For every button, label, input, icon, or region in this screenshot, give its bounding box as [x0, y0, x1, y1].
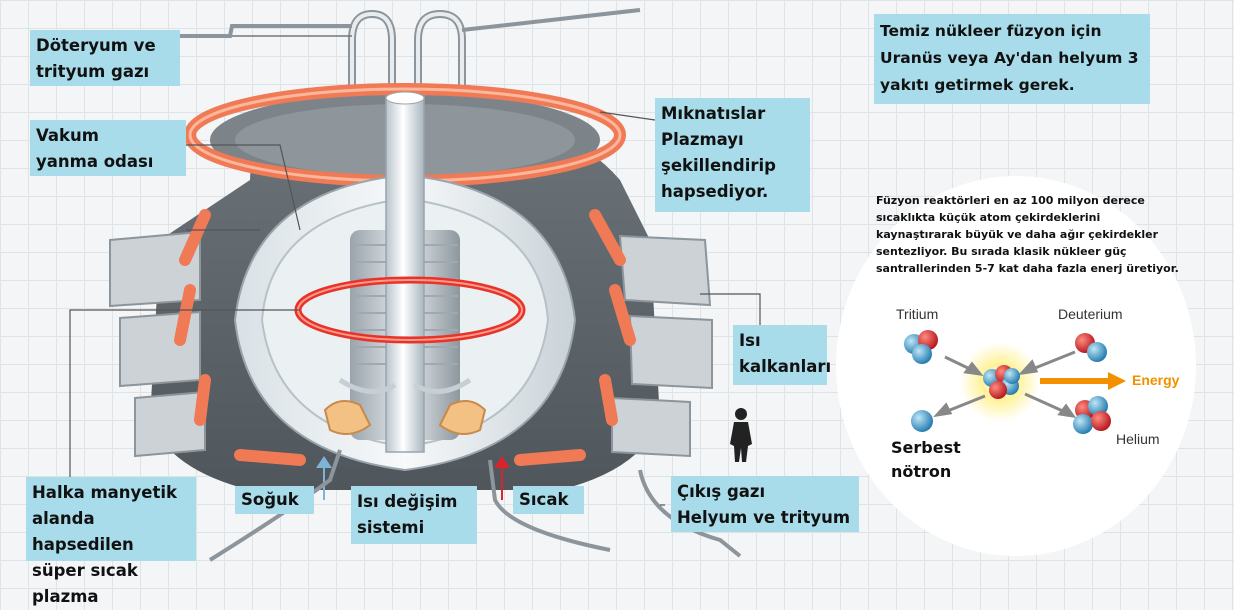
label-heat-shields: Isı kalkanları	[733, 325, 831, 385]
fusion-description: Füzyon reaktörleri en az 100 milyon dere…	[876, 194, 1179, 275]
heat-shield-blocks-right	[611, 234, 713, 458]
tokamak-infographic: Döteryum ve trityum gazı Vakum yanma oda…	[26, 8, 1196, 606]
merging-nucleus	[983, 365, 1020, 399]
energy-arrow	[1040, 372, 1126, 390]
label-tritium: Tritium	[896, 306, 939, 322]
exhaust-pipe	[638, 469, 742, 558]
label-helium: Helium	[1116, 431, 1160, 447]
fusion-reaction-diagram	[904, 330, 1126, 434]
helium-atom	[1073, 396, 1111, 434]
label-magnets: Mıknatıslar Plazmayı şekillendirip hapse…	[655, 98, 810, 212]
deuterium-atom	[1075, 333, 1107, 362]
tokamak-reactor-illustration	[69, 8, 761, 562]
free-neutron	[911, 410, 933, 432]
label-energy: Energy	[1132, 372, 1180, 388]
tritium-atom	[904, 330, 938, 364]
hot-arrow	[494, 456, 510, 500]
helium3-note: Temiz nükleer füzyon için Uranüs veya Ay…	[874, 14, 1150, 104]
cold-arrow	[316, 456, 332, 500]
divertor-coils	[323, 400, 487, 435]
label-cold: Soğuk	[235, 486, 314, 514]
label-deuterium: Deuterium	[1058, 306, 1123, 322]
label-hot: Sıcak	[513, 486, 584, 514]
person-silhouette	[730, 408, 752, 462]
label-free-neutron: Serbest nötron	[891, 438, 961, 481]
heat-shield-blocks-left	[109, 230, 206, 458]
label-gas-inlet: Döteryum ve trityum gazı	[30, 30, 180, 86]
label-exhaust-gas: Çıkış gazı Helyum ve trityum	[671, 476, 859, 532]
label-heat-exchange: Isı değişim sistemi	[351, 486, 477, 544]
label-vacuum-chamber: Vakum yanma odası	[30, 120, 186, 176]
